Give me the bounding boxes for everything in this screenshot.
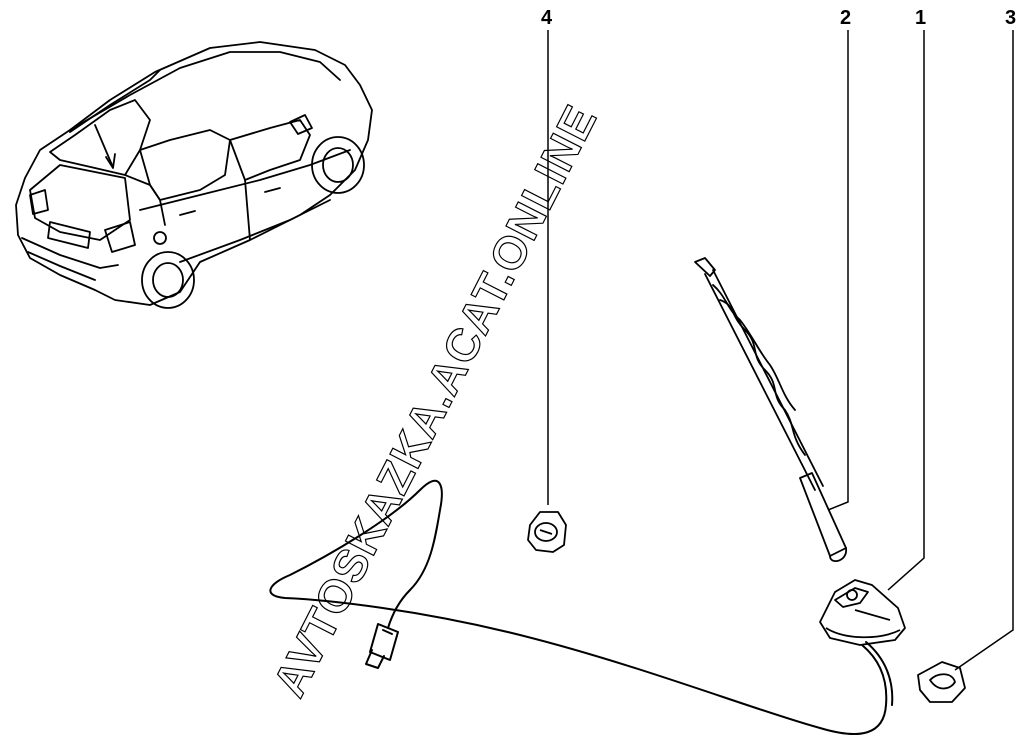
callout-label-3: 3	[1005, 7, 1017, 29]
watermark-text: AVTOSKAZKA.ACAT.ONLINE	[263, 97, 607, 705]
callout-label-2: 2	[840, 7, 852, 29]
leader-lines	[547, 30, 1014, 671]
leader-2	[827, 30, 849, 511]
callout-label-4: 4	[541, 7, 553, 29]
leader-1	[887, 30, 925, 591]
antenna-mast	[694, 257, 847, 563]
grommet	[527, 511, 567, 553]
callout-label-1: 1	[915, 7, 927, 29]
mounting-nut	[917, 661, 966, 703]
antenna-base	[819, 579, 906, 646]
antenna-cable	[269, 479, 894, 735]
car-illustration	[15, 41, 373, 309]
leader-3	[954, 30, 1014, 671]
